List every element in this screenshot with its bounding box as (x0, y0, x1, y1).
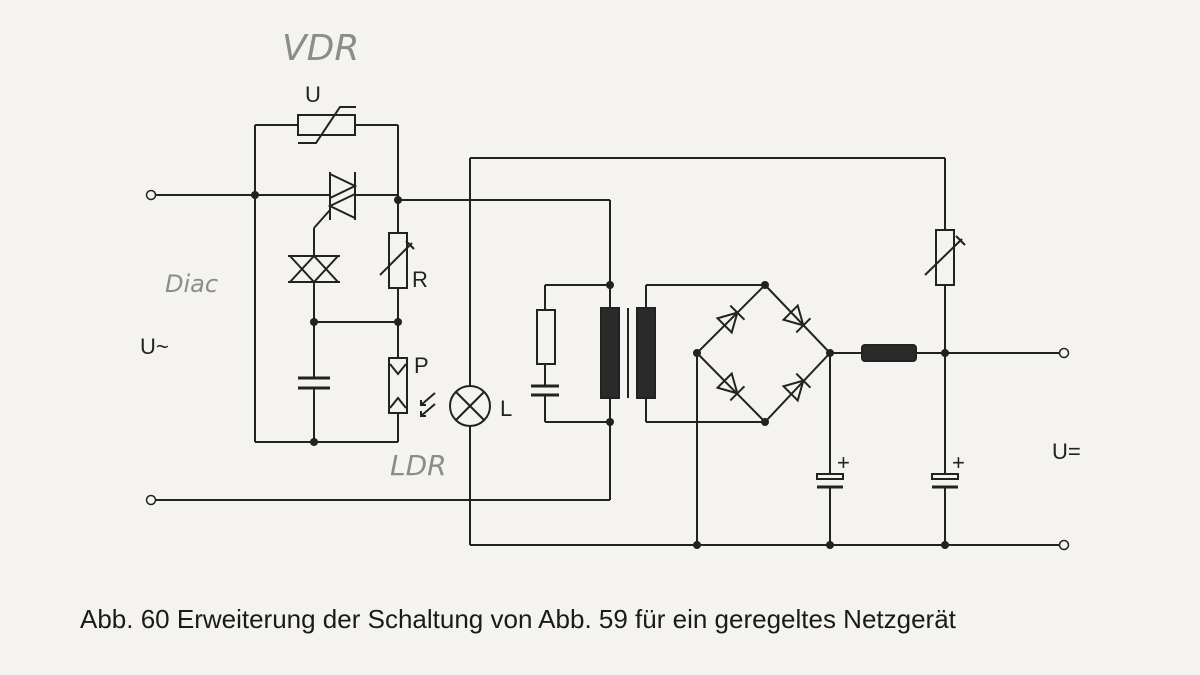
capacitor-2-plus: + (952, 450, 965, 475)
diode-top-left (715, 304, 746, 335)
circuit-schematic: VDR U Diac R P LDR L U~ U= + + (140, 28, 1081, 551)
feedback-loop (469, 157, 946, 545)
lamp-l (449, 385, 491, 427)
ldr-p-label: P (414, 353, 429, 378)
vdr-note: VDR (282, 28, 359, 69)
junction-dots (251, 191, 949, 549)
input-terminal-bottom[interactable] (145, 494, 157, 506)
input-terminal-top[interactable] (145, 189, 157, 201)
diode-top-right (781, 303, 812, 334)
diac-note: Diac (165, 270, 218, 298)
filter-capacitor-2 (931, 473, 959, 489)
photo-resistor-ldr (388, 322, 436, 442)
resistor-r-label: R (412, 267, 428, 292)
output-voltage-label: U= (1052, 439, 1081, 464)
diac (287, 228, 341, 322)
diode-bottom-right (781, 372, 812, 403)
output-wiring (470, 352, 1060, 546)
bridge-rectifier (695, 283, 832, 424)
figure-caption: Abb. 60 Erweiterung der Schaltung von Ab… (80, 604, 956, 634)
varistor-u-label: U (305, 82, 321, 107)
filter-choke (861, 344, 917, 362)
transformer (600, 284, 765, 423)
capacitor-1-plus: + (837, 450, 850, 475)
mains-wires (155, 194, 611, 501)
primary-rc-snubber (531, 284, 610, 423)
lamp-l-label: L (500, 396, 512, 421)
input-voltage-label: U~ (140, 334, 169, 359)
output-terminal-bottom[interactable] (1058, 539, 1070, 551)
varistor-vdr (254, 106, 399, 195)
trigger-capacitor (298, 322, 330, 442)
ldr-note: LDR (390, 449, 447, 482)
filter-capacitor-1 (816, 473, 844, 489)
trigger-loop-wires (254, 195, 398, 443)
diode-bottom-left (715, 371, 746, 402)
triac (313, 172, 358, 229)
output-terminal-top[interactable] (1058, 347, 1070, 359)
regulation-resistor (924, 229, 966, 353)
variable-resistor-r (379, 195, 415, 322)
